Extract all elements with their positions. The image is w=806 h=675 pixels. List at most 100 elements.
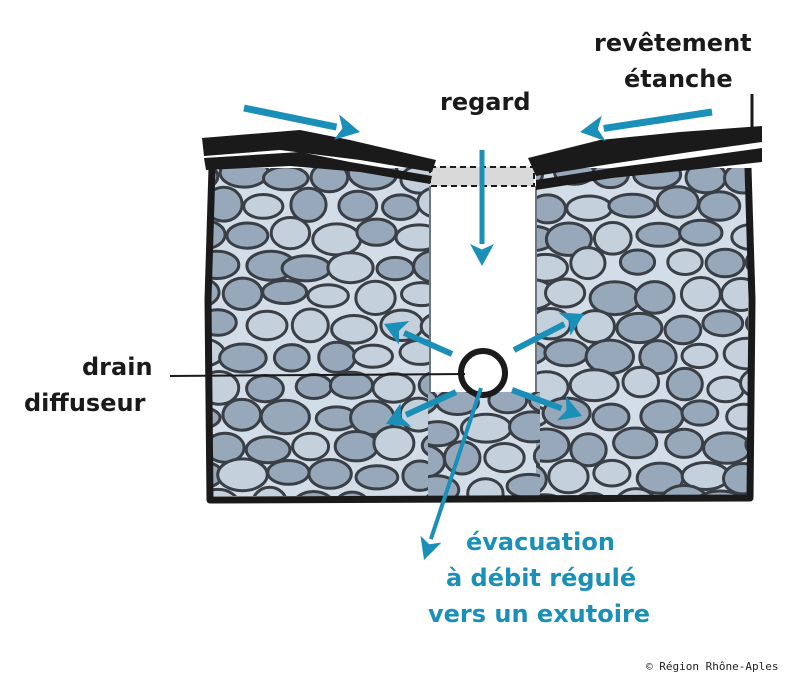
arrow-diffuse-down-left-head (386, 403, 412, 427)
gravel-stone (638, 339, 678, 376)
arrow-diffuse-up-left-head (384, 321, 410, 345)
gravel-stone (221, 276, 264, 311)
gravel-stone (701, 309, 745, 338)
gravel-stone (291, 431, 331, 462)
gravel-stone (306, 283, 350, 309)
gravel-stone (505, 472, 540, 496)
surfacing-right (528, 126, 762, 176)
gravel-stone (252, 485, 287, 496)
gravel-stone (400, 281, 430, 308)
gravel-stone (616, 487, 656, 496)
arrow-surface-left (243, 104, 360, 140)
gravel-stone (210, 185, 244, 223)
gravel-stone (592, 221, 633, 256)
gravel-stone (704, 247, 746, 279)
gravel-stone (210, 487, 237, 496)
gravel-stone (621, 365, 661, 399)
gravel-stone (466, 477, 505, 496)
arrow-diffuse-down-right-shaft (510, 387, 563, 412)
stones-right (536, 168, 748, 496)
arrow-evacuation (420, 387, 483, 560)
gravel-stone (723, 168, 748, 195)
gravel-stone (680, 342, 719, 370)
gravel-stone (633, 280, 676, 315)
waterproof-surfacing (202, 94, 762, 190)
label-evacuation-line3: vers un exutoire (428, 600, 651, 628)
gravel-stone (536, 427, 571, 463)
gravel-stone (272, 343, 311, 373)
gravel-stone (543, 338, 590, 368)
gravel-stone (221, 397, 263, 432)
gravel-stone (565, 194, 614, 222)
gravel-stone (744, 315, 748, 331)
gravel-stone (698, 489, 743, 496)
arrow-surface-left-shaft (243, 104, 338, 131)
gravel-stone (333, 430, 380, 463)
label-drain-line1: drain (82, 353, 153, 381)
arrow-diffuse-down-left (386, 389, 458, 427)
arrow-surface-left-head (333, 114, 360, 140)
gravel-stone (262, 168, 310, 192)
gravel-stone (210, 407, 222, 429)
gravel-stone (547, 458, 590, 495)
gravel-stone (289, 186, 328, 223)
gravel-stone (532, 444, 540, 468)
arrow-diffuse-down-right (510, 387, 582, 421)
gravel-stone (216, 457, 269, 493)
drain-pipe (458, 348, 508, 398)
arrow-regard-down-head (470, 244, 494, 266)
gravel-stone (665, 366, 704, 402)
gravel-stone (259, 398, 311, 436)
gravel-stone (569, 432, 608, 468)
arrow-surface-right-head (580, 115, 606, 142)
gravel-stone (706, 375, 745, 404)
drain-leader-line (169, 373, 466, 377)
gravel-stone (280, 254, 332, 283)
surfacing-left (202, 130, 436, 172)
gravel-stone (412, 249, 430, 284)
gravel-stone (635, 221, 683, 248)
gravel-stone (663, 314, 703, 346)
gravel-stone (269, 216, 312, 251)
gravel-stone (722, 336, 748, 371)
arrow-diffuse-up-left-shaft (402, 330, 454, 357)
gravel-stone (296, 490, 331, 496)
gravel-stone (419, 313, 430, 340)
gravel-stone (417, 371, 430, 399)
gravel-stone (483, 442, 526, 474)
label-drain-line2: diffuseur (24, 389, 146, 417)
gravel-stone (568, 368, 620, 403)
gravel-stone (508, 410, 540, 444)
gravel-stone (245, 309, 289, 342)
gravel-stone (307, 458, 353, 490)
gravel-stone (244, 435, 292, 465)
gravel-stone (225, 221, 270, 250)
gravel-stone (725, 402, 748, 431)
gravel-stone (355, 217, 398, 247)
arrow-surface-right-shaft (603, 108, 713, 132)
label-revetement-line2: étanche (624, 65, 733, 93)
gravel-stone (309, 168, 350, 194)
gravel-stone (261, 279, 309, 305)
gravel-stone (416, 186, 430, 218)
gravel-stone (487, 392, 529, 415)
label-evacuation-line2: à débit régulé (446, 564, 637, 592)
gravel-stone (722, 462, 748, 496)
gravel-stone (375, 255, 416, 282)
gravel-stone (218, 342, 268, 374)
gravel-stone (210, 249, 241, 280)
gravel-stone (394, 223, 430, 252)
arrow-diffuse-down-left-shaft (404, 389, 458, 418)
gravel-stone (730, 223, 748, 251)
gravel-stone (290, 307, 330, 344)
gravel-stone (330, 314, 378, 345)
gravel-stone (311, 222, 363, 257)
gravel-stone (720, 277, 748, 312)
gravel-stone (266, 459, 311, 486)
gravel-stone (739, 369, 748, 397)
arrow-regard-down (470, 150, 494, 266)
gravel-stone (679, 276, 722, 312)
flow-arrows (243, 104, 713, 560)
copyright-notice: © Région Rhône-Aples (646, 660, 779, 673)
